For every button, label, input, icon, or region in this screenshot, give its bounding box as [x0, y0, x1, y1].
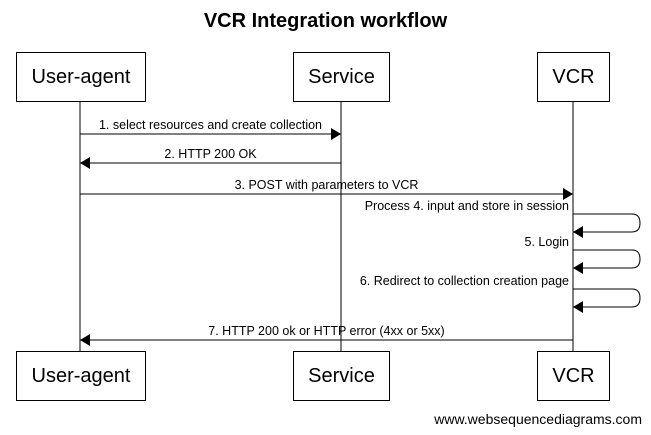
message-6-arrow	[573, 288, 641, 313]
message-5: 5. Login	[525, 235, 641, 274]
message-4-arrow	[573, 213, 641, 238]
message-2-label: 2. HTTP 200 OK	[164, 147, 257, 161]
footer-credit: www.websequencediagrams.com	[434, 411, 642, 427]
message-1-label: 1. select resources and create collectio…	[99, 118, 322, 132]
message-2: 2. HTTP 200 OK	[80, 147, 341, 169]
participant-vcr-top: VCR	[537, 52, 610, 102]
message-7: 7. HTTP 200 ok or HTTP error (4xx or 5xx…	[80, 324, 573, 346]
message-4-label: Process 4. input and store in session	[365, 199, 569, 213]
participant-vcr-bottom: VCR	[537, 351, 610, 401]
message-4: Process 4. input and store in session	[365, 199, 641, 238]
message-6-label: 6. Redirect to collection creation page	[360, 274, 569, 288]
participant-user-agent-bottom: User-agent	[16, 351, 146, 401]
message-6: 6. Redirect to collection creation page	[360, 274, 641, 313]
message-3-label: 3. POST with parameters to VCR	[235, 178, 419, 192]
participant-service-top: Service	[293, 52, 390, 102]
message-5-label: 5. Login	[525, 235, 570, 249]
message-7-label: 7. HTTP 200 ok or HTTP error (4xx or 5xx…	[208, 324, 444, 338]
message-1: 1. select resources and create collectio…	[80, 118, 341, 140]
participant-user-agent-top: User-agent	[16, 52, 146, 102]
message-5-arrow	[573, 249, 641, 274]
diagram-title: VCR Integration workflow	[203, 10, 448, 32]
message-3: 3. POST with parameters to VCR	[80, 178, 573, 200]
participant-service-bottom: Service	[293, 351, 390, 401]
